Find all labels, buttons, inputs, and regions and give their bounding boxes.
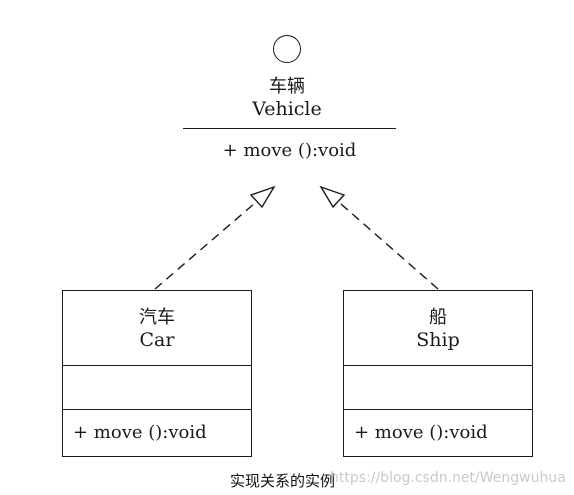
interface-name-cn: 车辆 <box>269 76 305 97</box>
class-name-cn: 汽车 <box>139 307 175 328</box>
operations-divider <box>344 409 532 410</box>
class-operation: + move ():void <box>73 422 207 443</box>
car-realization-arrowhead-icon <box>249 185 276 209</box>
class-box-car: 汽车 Car + move ():void <box>62 290 252 457</box>
class-name-cn: 船 <box>429 307 447 328</box>
interface-lollipop-icon <box>273 35 301 63</box>
attributes-divider <box>344 365 532 366</box>
ship-realization-arrowhead-icon <box>319 185 346 209</box>
figure-caption: 实现关系的实例 <box>230 472 336 490</box>
class-box-ship: 船 Ship + move ():void <box>343 290 533 457</box>
class-name-en: Ship <box>416 329 460 351</box>
car-realization-line <box>154 196 263 290</box>
interface-divider <box>183 128 396 129</box>
class-name-en: Car <box>139 329 175 351</box>
operations-divider <box>63 409 251 410</box>
class-operation: + move ():void <box>354 422 488 443</box>
interface-operation: + move ():void <box>222 140 357 161</box>
watermark-text: https://blog.csdn.net/Wengwuhua <box>330 470 566 486</box>
attributes-divider <box>63 365 251 366</box>
interface-name-en: Vehicle <box>252 98 322 120</box>
ship-realization-line <box>332 196 439 290</box>
